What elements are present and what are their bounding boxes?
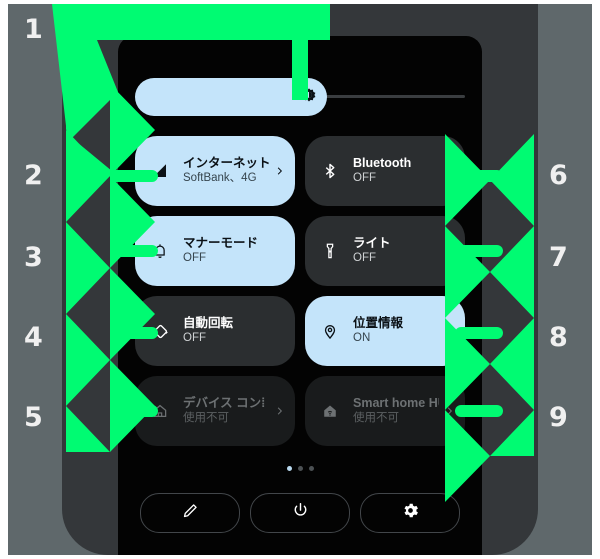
- annotation-number-6: 6: [549, 160, 568, 191]
- bluetooth-icon: [319, 160, 341, 182]
- tile-bluetooth[interactable]: Bluetooth OFF: [305, 136, 465, 206]
- annotation-number-8: 8: [549, 322, 568, 353]
- annotation-number-7: 7: [549, 242, 568, 273]
- tile-title: インターネット: [183, 156, 269, 170]
- page-dot-3[interactable]: [308, 466, 314, 471]
- tile-subtitle: 使用不可: [183, 412, 229, 424]
- tile-text: インターネット SoftBank、4G: [183, 156, 269, 186]
- home-outline-icon: [149, 400, 171, 422]
- tile-internet[interactable]: インターネット SoftBank、4G: [135, 136, 295, 206]
- tile-location[interactable]: 位置情報 ON: [305, 296, 465, 366]
- tile-flashlight[interactable]: ライト OFF: [305, 216, 465, 286]
- auto-rotate-icon: [149, 320, 171, 342]
- power-button[interactable]: [250, 493, 350, 533]
- annotation-number-1: 1: [24, 14, 43, 45]
- page-indicator: [0, 466, 600, 471]
- signal-bars-icon: [149, 160, 171, 182]
- tile-subtitle: 使用不可: [353, 412, 399, 424]
- annotation-number-3: 3: [24, 242, 43, 273]
- tile-silent-mode[interactable]: マナーモード OFF: [135, 216, 295, 286]
- annotation-number-9: 9: [549, 402, 568, 433]
- tile-device-controls[interactable]: デバイス コン⁞ 使用不可: [135, 376, 295, 446]
- tile-text: マナーモード OFF: [183, 236, 285, 266]
- pencil-icon: [181, 501, 200, 525]
- tile-smart-home-hub[interactable]: Smart home HU 使用不可: [305, 376, 465, 446]
- tile-grid: インターネット SoftBank、4G Bluetooth OFF: [135, 136, 465, 446]
- location-pin-icon: [319, 320, 341, 342]
- tile-subtitle: OFF: [353, 172, 376, 184]
- tile-text: Bluetooth OFF: [353, 156, 455, 186]
- footer-buttons: [140, 493, 460, 533]
- tile-title: デバイス コン⁞: [183, 396, 266, 410]
- tile-title: 自動回転: [183, 316, 234, 330]
- tile-text: 位置情報 ON: [353, 316, 455, 346]
- tile-title: マナーモード: [183, 236, 259, 250]
- smart-home-icon: [319, 400, 341, 422]
- gear-icon: [401, 501, 420, 525]
- settings-button[interactable]: [360, 493, 460, 533]
- page-dot-1[interactable]: [286, 466, 292, 471]
- page-dot-2[interactable]: [297, 466, 303, 471]
- edit-tiles-button[interactable]: [140, 493, 240, 533]
- tile-text: Smart home HU 使用不可: [353, 396, 439, 426]
- tile-text: ライト OFF: [353, 236, 455, 266]
- tile-title: Smart home HU: [353, 396, 439, 410]
- tile-subtitle: ON: [353, 332, 371, 344]
- power-icon: [291, 501, 310, 525]
- tile-auto-rotate[interactable]: 自動回転 OFF: [135, 296, 295, 366]
- chevron-right-icon[interactable]: [443, 402, 455, 420]
- tile-title: 位置情報: [353, 316, 404, 330]
- tile-title: Bluetooth: [353, 156, 412, 170]
- brightness-icon: [298, 86, 320, 108]
- tile-subtitle: OFF: [183, 252, 206, 264]
- flashlight-icon: [319, 240, 341, 262]
- tile-subtitle: OFF: [353, 252, 376, 264]
- tile-subtitle: OFF: [183, 332, 206, 344]
- tile-subtitle: SoftBank、4G: [183, 172, 257, 184]
- annotation-number-5: 5: [24, 402, 43, 433]
- bell-icon: [149, 240, 171, 262]
- brightness-slider[interactable]: [135, 78, 465, 116]
- chevron-right-icon[interactable]: [273, 402, 285, 420]
- annotation-number-4: 4: [24, 322, 43, 353]
- tile-text: デバイス コン⁞ 使用不可: [183, 396, 269, 426]
- tile-text: 自動回転 OFF: [183, 316, 285, 346]
- chevron-right-icon[interactable]: [273, 162, 285, 180]
- annotation-number-2: 2: [24, 160, 43, 191]
- tile-title: ライト: [353, 236, 391, 250]
